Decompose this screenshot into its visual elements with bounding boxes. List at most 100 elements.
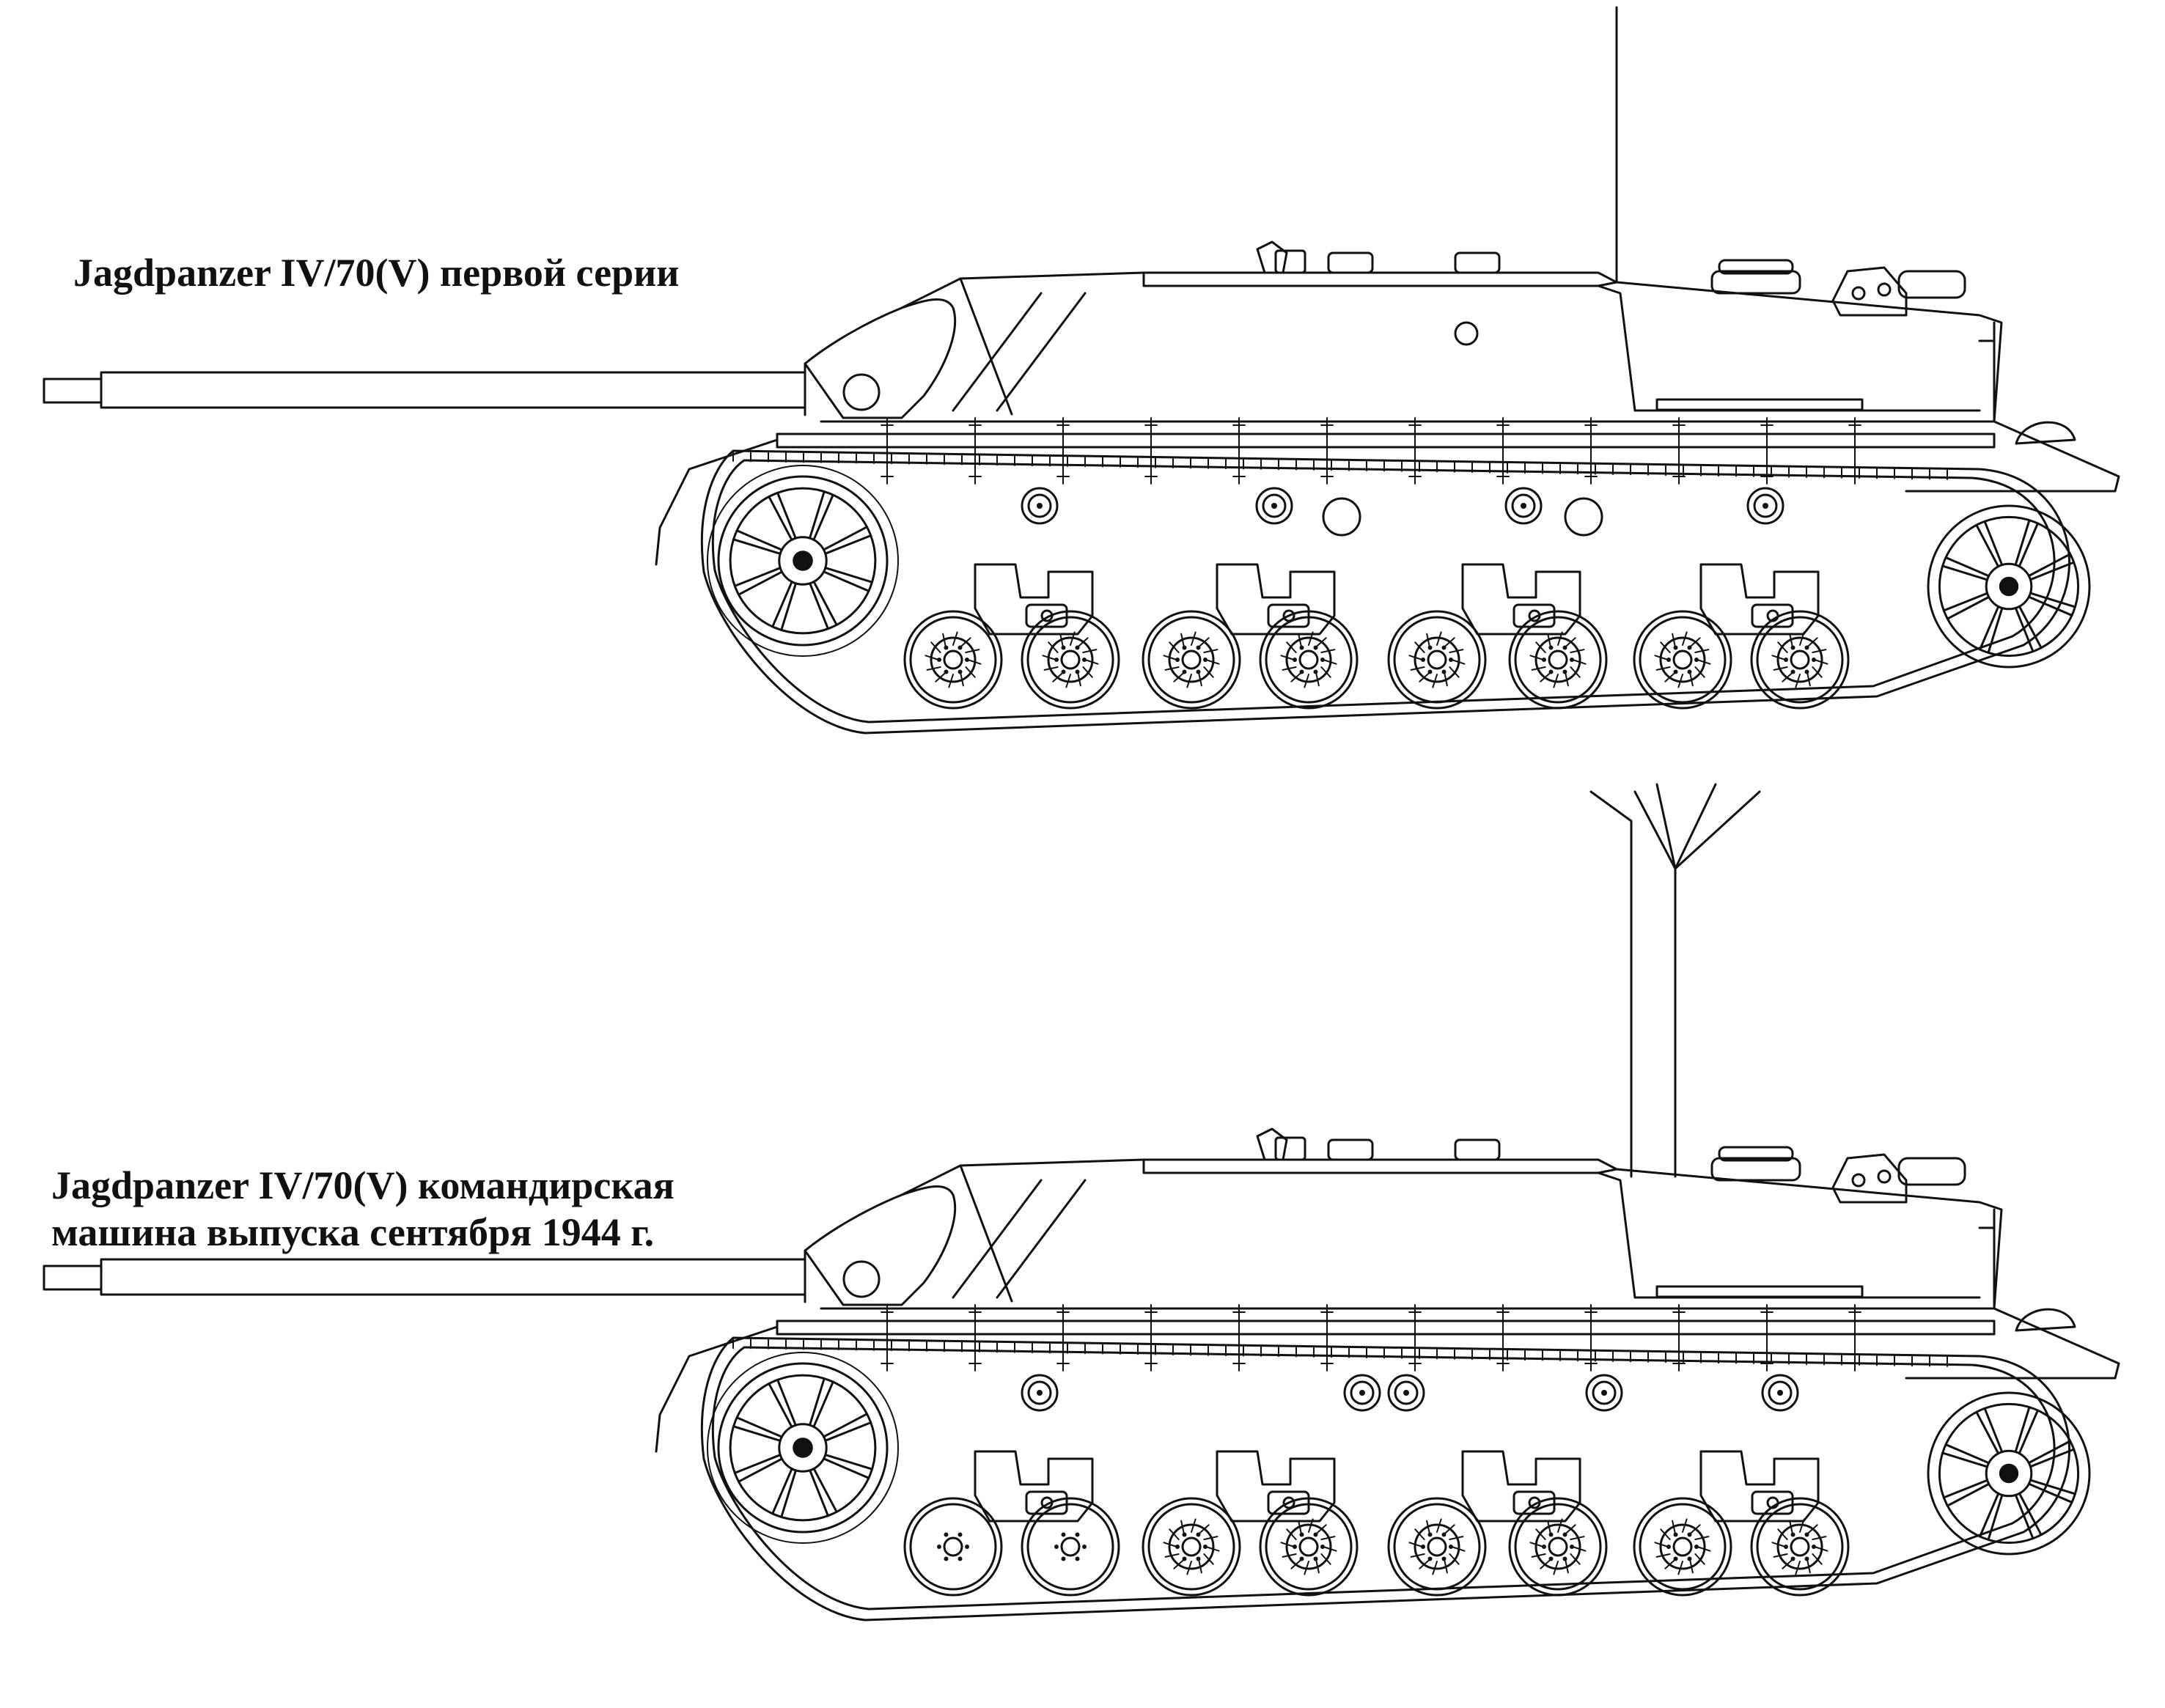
- roadwheel-bolt: [965, 1545, 969, 1549]
- roadwheel-spike: [1672, 633, 1676, 648]
- roadwheel-bolt: [1313, 645, 1318, 650]
- fender-bracket: [1320, 417, 1334, 485]
- roadwheel-spike: [1163, 655, 1177, 660]
- roadwheel-spike: [1672, 1520, 1676, 1535]
- roadwheel-spike: [1664, 671, 1676, 682]
- roadwheel-bolt: [1054, 658, 1059, 662]
- wheel-spoke: [732, 1416, 783, 1442]
- roadwheel-spike: [1806, 671, 1811, 687]
- roadwheel-spike: [1565, 671, 1569, 687]
- bogie-spring: [1025, 1490, 1068, 1515]
- roadwheel-bolt: [1812, 658, 1816, 662]
- roadwheel-spike: [1173, 671, 1185, 682]
- roadwheel-spike: [925, 655, 939, 660]
- pistol-port: [1454, 321, 1479, 346]
- roadwheel-spike: [1806, 637, 1818, 648]
- fender-bracket: [968, 417, 982, 485]
- roadwheel-spike: [1795, 674, 1801, 688]
- roadwheel-spike: [1186, 1561, 1192, 1575]
- roadwheel-spike: [1660, 641, 1671, 653]
- vehicle-command: [43, 783, 2120, 1622]
- roadwheel-spike: [1304, 1561, 1309, 1575]
- roadwheel-spike: [1806, 1558, 1811, 1574]
- roadwheel-spike: [1773, 1553, 1788, 1558]
- road-wheel: [1508, 1497, 1608, 1597]
- track-outer: [700, 449, 2070, 735]
- antenna: [1589, 783, 1761, 1178]
- suspension-bogie: [1461, 1450, 1581, 1523]
- roadwheel-tyre: [1142, 1497, 1241, 1597]
- roadwheel-bolt: [1666, 658, 1671, 662]
- roadwheel-bolt: [1299, 645, 1304, 650]
- roadwheel-hub: [1285, 1523, 1332, 1570]
- roadwheel-spike: [1280, 655, 1295, 660]
- roadwheel-spike: [1682, 631, 1688, 646]
- roadwheel-bolt: [1075, 645, 1080, 650]
- wheel-spoke: [822, 1413, 872, 1442]
- roadwheel-bolt: [957, 1532, 963, 1537]
- roadwheel-hub: [1414, 1523, 1460, 1570]
- roadwheel-tyre: [1142, 610, 1241, 710]
- roadwheel-bolt: [1790, 669, 1795, 674]
- vehicle-early-series: [43, 6, 2120, 735]
- wheel-spoke: [823, 567, 873, 592]
- roadwheel-spike: [1529, 655, 1544, 660]
- roadwheel-bolt: [1203, 658, 1208, 662]
- roadwheel-spike: [1065, 674, 1071, 688]
- suspension-bogie: [1699, 1450, 1820, 1523]
- bogie-spring: [1267, 1490, 1310, 1515]
- wheel-hub-cap: [793, 1438, 813, 1458]
- caption-line: машина выпуска сентября 1944 г.: [51, 1210, 655, 1254]
- fender: [776, 432, 1996, 449]
- roadwheel-spike: [935, 671, 947, 682]
- return-roller-cap: [1601, 1390, 1607, 1396]
- roof-fittings: [1256, 1127, 1966, 1204]
- roadwheel-spike: [1414, 1528, 1425, 1540]
- roadwheel-spike: [1410, 1553, 1425, 1558]
- roadwheel-bolt: [944, 645, 949, 650]
- wheel-spoke: [768, 491, 797, 542]
- roadwheel-spike: [1795, 1561, 1801, 1575]
- hatch-handle: [1454, 1138, 1501, 1161]
- fender-bracket: [1056, 1304, 1070, 1372]
- roadwheel-bolt: [1075, 1556, 1080, 1561]
- roadwheel-bolt: [1320, 1545, 1325, 1549]
- roadwheel-bolt: [1449, 658, 1453, 662]
- roadwheel-spike: [1572, 1546, 1587, 1552]
- bogie-spring: [1512, 603, 1556, 628]
- superstructure: [820, 271, 2003, 423]
- bogie-spring: [1025, 603, 1068, 628]
- exhaust-bolt: [1851, 1173, 1866, 1188]
- roadwheel-tyre: [1387, 610, 1487, 710]
- wheel-spoke: [771, 1468, 797, 1518]
- roadwheel-spike: [967, 659, 982, 665]
- wheel-spoke: [2027, 1440, 2076, 1468]
- return-roller-inner: [1592, 1380, 1617, 1405]
- roadwheel-spike: [1432, 674, 1438, 688]
- roadwheel-spike: [1280, 1542, 1295, 1547]
- roadwheel-spike: [1163, 1542, 1177, 1547]
- track: [700, 1336, 2070, 1622]
- road-wheel: [1633, 1497, 1732, 1597]
- track-inner: [711, 459, 2056, 724]
- roadwheel-spike: [1203, 1553, 1214, 1565]
- roadwheel-bolt: [1548, 1532, 1554, 1537]
- roadwheel-cap: [1427, 649, 1447, 670]
- return-roller-outer: [1504, 487, 1543, 525]
- wheel-hub-cap: [1999, 576, 2019, 597]
- roadwheel-rim: [1514, 616, 1602, 704]
- roadwheel-spike: [1694, 1536, 1710, 1540]
- fender-bracket: [968, 1304, 982, 1372]
- roadwheel-bolt: [1054, 1545, 1059, 1549]
- roadwheel-bolt: [1687, 669, 1692, 674]
- return-roller-outer: [1343, 1374, 1381, 1412]
- roadwheel-bolt: [1790, 1556, 1795, 1561]
- fender-bracket: [1320, 1304, 1334, 1372]
- roadwheel-hub: [1534, 1523, 1581, 1570]
- fender-bracket: [1496, 417, 1510, 485]
- roadwheel-hub: [930, 636, 977, 683]
- roadwheel-bolt: [1299, 1556, 1304, 1561]
- roadwheel-rim: [1639, 616, 1727, 704]
- roadwheel-bolt: [1196, 1532, 1201, 1537]
- roadwheel-spike: [1677, 674, 1683, 688]
